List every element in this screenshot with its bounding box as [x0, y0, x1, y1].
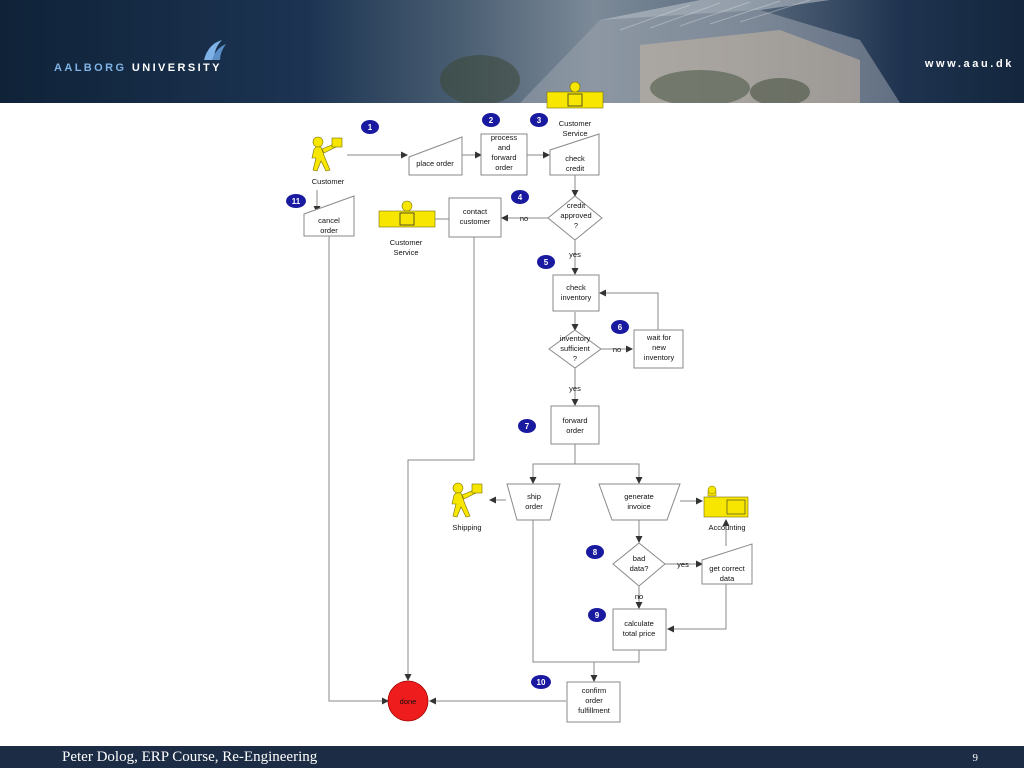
desk-worker-icon	[546, 81, 604, 109]
logo-word-aalborg: AALBORG	[54, 62, 127, 74]
edge-label-credit-yes: yes	[569, 250, 581, 259]
step-badge-6: 6	[611, 320, 629, 334]
svg-text:6: 6	[618, 323, 623, 332]
svg-text:11: 11	[292, 197, 301, 206]
svg-text:8: 8	[593, 548, 598, 557]
svg-text:7: 7	[525, 422, 530, 431]
flow-connectors	[313, 151, 730, 705]
svg-text:2: 2	[489, 116, 494, 125]
person-carrying-icon	[451, 482, 483, 518]
svg-text:done: done	[400, 697, 417, 706]
svg-text:3: 3	[537, 116, 542, 125]
step-badge-3: 3	[530, 113, 548, 127]
actor-customer: Customer	[311, 136, 345, 186]
edge-contact-to-done	[404, 237, 475, 681]
edge-label-inventory-no: no	[613, 345, 621, 354]
edge-cancel-to-done	[328, 236, 389, 705]
svg-text:5: 5	[544, 258, 549, 267]
step-badges: 1 2 3 4 5 6 7 8 9 10 11	[286, 113, 629, 689]
person-carrying-icon	[311, 136, 343, 172]
svg-text:9: 9	[595, 611, 600, 620]
logo-word-university: UNIVERSITY	[131, 62, 222, 74]
step-badge-5: 5	[537, 255, 555, 269]
node-place-order: place order	[408, 136, 463, 176]
university-logo-text: AALBORG UNIVERSITY	[54, 62, 222, 74]
svg-text:10: 10	[537, 678, 546, 687]
header-banner: AALBORG UNIVERSITY www.aau.dk	[0, 0, 1024, 103]
step-badge-10: 10	[531, 675, 551, 689]
svg-text:1: 1	[368, 123, 373, 132]
edge-wait-to-check-inv	[599, 289, 659, 330]
step-badge-4: 4	[511, 190, 529, 204]
actor-shipping-label: Shipping	[452, 523, 481, 532]
edge-ship-to-merge	[532, 520, 596, 663]
step-badge-7: 7	[518, 419, 536, 433]
node-done: done	[387, 680, 429, 722]
step-badge-2: 2	[482, 113, 500, 127]
actor-customer-label: Customer	[312, 177, 345, 186]
edge-label-inventory-yes: yes	[569, 384, 581, 393]
step-badge-11: 11	[286, 194, 306, 208]
footer-bar: Peter Dolog, ERP Course, Re-Engineering …	[0, 746, 1024, 768]
svg-text:place order: place order	[416, 159, 454, 168]
svg-text:4: 4	[518, 193, 523, 202]
actor-shipping: Shipping	[451, 482, 483, 532]
step-badge-1: 1	[361, 120, 379, 134]
campus-building-photo	[440, 0, 900, 103]
aau-logo-icon	[204, 40, 226, 60]
university-url[interactable]: www.aau.dk	[924, 58, 1014, 70]
actor-accounting: Accounting	[703, 485, 749, 532]
edge-label-bad-yes: yes	[677, 560, 689, 569]
step-badge-8: 8	[586, 545, 604, 559]
step-badge-9: 9	[588, 608, 606, 622]
edge-label-credit-no: no	[520, 214, 528, 223]
page-number: 9	[972, 752, 979, 764]
footer-author-course: Peter Dolog, ERP Course, Re-Engineering	[62, 749, 318, 765]
desk-worker-icon	[378, 200, 436, 228]
edge-label-bad-no: no	[635, 592, 643, 601]
edge-correct-to-calculate	[667, 584, 727, 633]
actor-accounting-label: Accounting	[708, 523, 745, 532]
edge-forward-split	[532, 463, 640, 482]
